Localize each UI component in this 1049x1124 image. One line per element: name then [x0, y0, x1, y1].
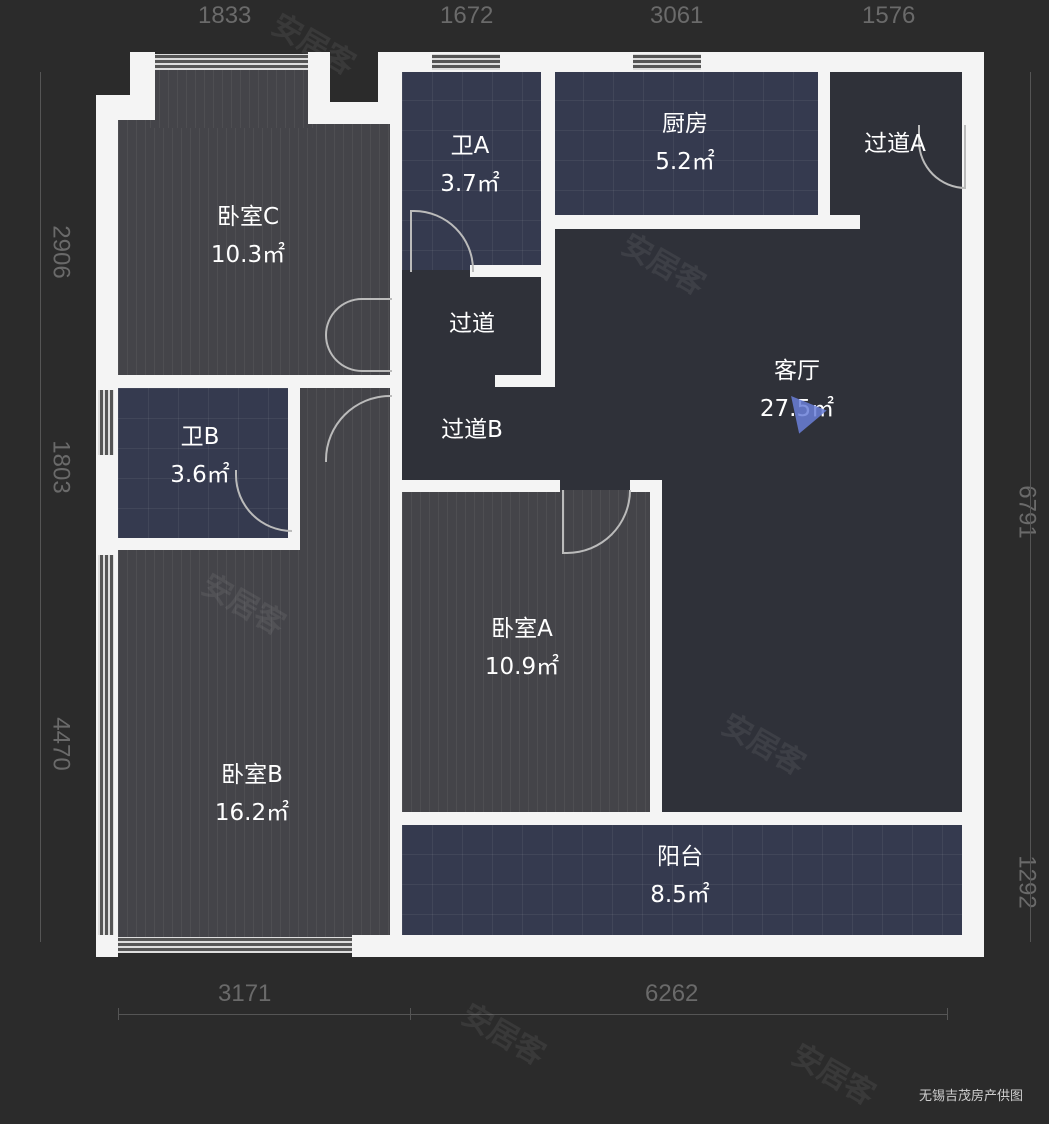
wall	[96, 538, 300, 550]
dimension-tick	[410, 1008, 411, 1020]
window	[98, 390, 114, 455]
room-bedroom-b: 卧室B 16.2㎡	[215, 756, 289, 832]
room-living: 客厅 27.5㎡	[760, 352, 834, 428]
room-area: 10.9㎡	[484, 654, 560, 680]
room-name: 卫A	[450, 133, 490, 159]
room-area: 3.6㎡	[170, 462, 230, 488]
dim-left-3: 4470	[47, 717, 75, 771]
bedroom-b-area	[118, 548, 393, 940]
dim-left-1: 2906	[47, 225, 75, 279]
wall	[555, 215, 860, 229]
bedroom-a-area	[402, 490, 652, 812]
wall	[352, 935, 982, 957]
window	[432, 54, 500, 70]
room-name: 过道B	[441, 417, 503, 443]
dim-top-4: 1576	[862, 2, 916, 29]
room-name: 过道	[449, 311, 495, 337]
window	[633, 54, 701, 70]
wall	[308, 102, 400, 124]
bedroom-c-alcove	[150, 68, 315, 128]
room-bath-b: 卫B 3.6㎡	[170, 418, 230, 494]
dim-top-2: 1672	[440, 2, 494, 29]
room-balcony: 阳台 8.5㎡	[650, 838, 710, 914]
wall	[130, 52, 155, 120]
room-kitchen: 厨房 5.2㎡	[655, 105, 715, 181]
room-name: 卧室C	[216, 204, 280, 230]
watermark: 安居客	[455, 997, 551, 1073]
room-bedroom-c: 卧室C 10.3㎡	[211, 198, 285, 274]
room-area: 5.2㎡	[655, 149, 715, 175]
room-bedroom-a: 卧室A 10.9㎡	[485, 610, 559, 686]
wall	[650, 480, 662, 815]
room-area: 3.7㎡	[440, 171, 500, 197]
dimension-line-left	[40, 72, 41, 942]
wall	[541, 72, 555, 272]
wall	[288, 385, 300, 470]
balcony-area	[402, 824, 964, 936]
dim-bottom-1: 3171	[218, 980, 272, 1007]
dimension-line-right	[1030, 72, 1031, 942]
room-area: 16.2㎡	[214, 800, 290, 826]
wall	[962, 52, 984, 957]
room-area: 27.5㎡	[759, 396, 835, 422]
room-name: 过道A	[864, 131, 926, 157]
wall	[390, 102, 402, 942]
door-swing	[325, 298, 392, 372]
room-area: 8.5㎡	[650, 882, 710, 908]
room-hall-b: 过道B	[441, 411, 503, 449]
wall	[495, 375, 550, 387]
dim-right-1: 6791	[1013, 485, 1041, 539]
room-name: 卫B	[180, 424, 220, 450]
dim-right-2: 1292	[1013, 855, 1041, 909]
room-name: 阳台	[656, 844, 703, 870]
window	[155, 54, 308, 70]
wall	[390, 812, 962, 825]
wall	[541, 272, 555, 387]
kitchen-area	[553, 70, 821, 218]
room-hall: 过道	[449, 305, 495, 343]
wall	[470, 265, 550, 277]
room-name: 卧室A	[491, 616, 553, 642]
dim-top-1: 1833	[198, 2, 252, 29]
room-area: 10.3㎡	[210, 242, 286, 268]
dimension-tick	[947, 1008, 948, 1020]
wall	[96, 375, 396, 388]
window	[98, 555, 114, 935]
room-name: 厨房	[661, 111, 708, 137]
dimension-tick	[118, 1008, 119, 1020]
room-name: 卧室B	[221, 762, 283, 788]
dimension-line-bottom	[118, 1014, 948, 1015]
wall	[390, 480, 560, 492]
wall	[818, 72, 830, 222]
room-hall-a: 过道A	[864, 125, 926, 163]
dim-left-2: 1803	[47, 440, 75, 494]
dim-bottom-2: 6262	[645, 980, 699, 1007]
room-name: 客厅	[774, 358, 820, 384]
image-credit: 无锡吉茂房产供图	[918, 1089, 1023, 1104]
watermark: 安居客	[785, 1037, 881, 1113]
dim-top-3: 3061	[650, 2, 704, 29]
wall	[96, 935, 118, 957]
window	[118, 937, 352, 953]
room-bath-a: 卫A 3.7㎡	[440, 127, 500, 203]
